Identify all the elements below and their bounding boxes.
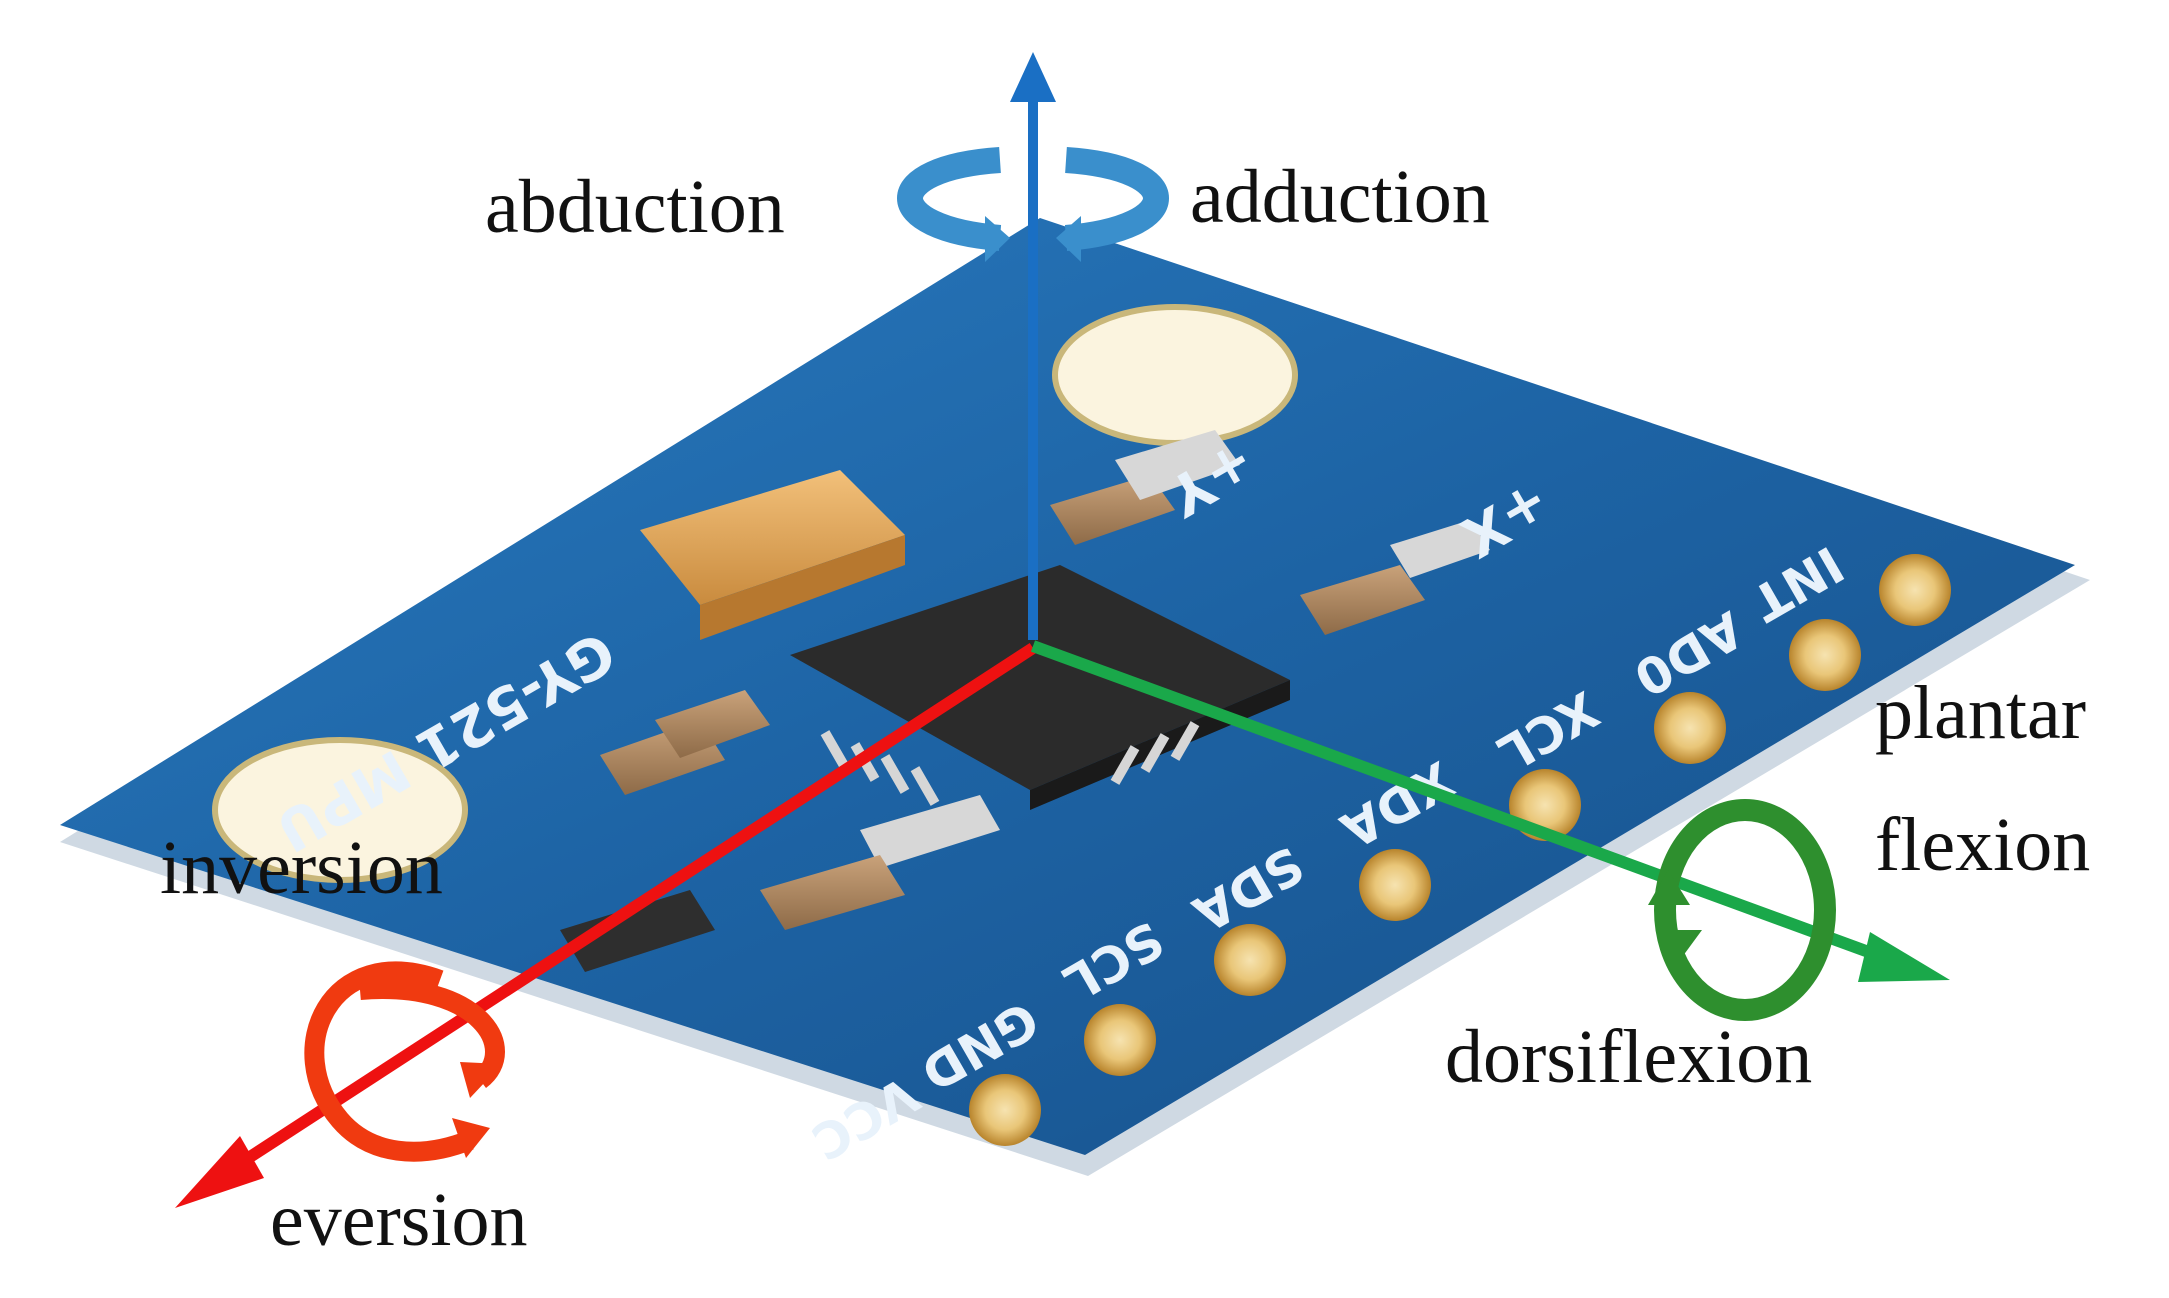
- label-dorsiflexion: dorsiflexion: [1445, 1015, 1812, 1099]
- label-flexion: flexion: [1875, 803, 2090, 887]
- pad-scl: [1214, 924, 1286, 996]
- smd-components: [560, 430, 1490, 972]
- motion-labels: abduction adduction inversion eversion p…: [160, 155, 2090, 1262]
- pad-sda: [1359, 849, 1431, 921]
- label-inversion: inversion: [160, 826, 443, 910]
- pin-pads: [969, 554, 1951, 1146]
- label-abduction: abduction: [485, 165, 785, 249]
- mounting-hole-left: [212, 737, 468, 883]
- flexion-rotation-arrow: [1648, 799, 1836, 1021]
- pad-int: [1879, 554, 1951, 626]
- longitudinal-axis: [1030, 640, 1888, 964]
- pad-gnd: [1084, 1004, 1156, 1076]
- label-adduction: adduction: [1190, 155, 1490, 239]
- tantalum-capacitor: [640, 470, 905, 640]
- vertical-axis-arrowhead: [1010, 52, 1056, 102]
- pad-ad0: [1789, 619, 1861, 691]
- pad-vcc: [969, 1074, 1041, 1146]
- mounting-hole-top: [1052, 304, 1298, 446]
- axes: [175, 52, 1950, 1208]
- longitudinal-axis-arrowhead: [1858, 932, 1950, 982]
- pad-xcl: [1654, 692, 1726, 764]
- lateral-axis: [226, 642, 1037, 1176]
- lateral-axis-arrowhead: [175, 1136, 264, 1208]
- abduction-rotation-arrow: [897, 147, 1169, 262]
- pcb-board: INT AD0 XCL XDA SDA SCL GND VCC GY-521 M…: [60, 218, 2090, 1176]
- label-plantar: plantar: [1875, 671, 2086, 755]
- inversion-rotation-arrow: [304, 961, 505, 1162]
- label-eversion: eversion: [270, 1178, 527, 1262]
- mpu-chip: [790, 565, 1290, 790]
